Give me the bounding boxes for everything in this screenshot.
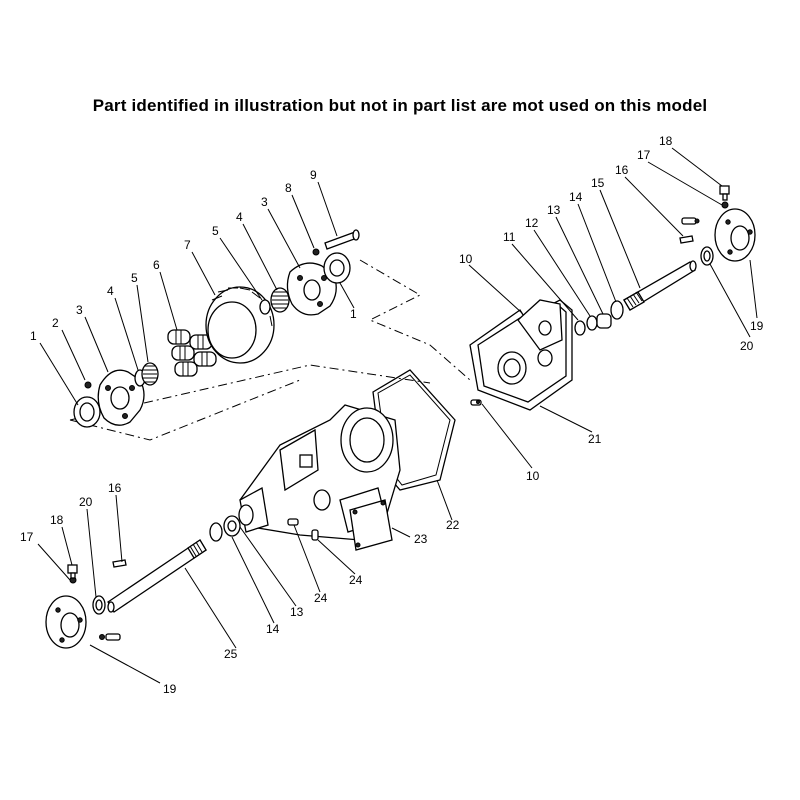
lug-bolt-right (681, 217, 700, 225)
bolt-part-18-left (67, 564, 78, 579)
callout-label: 19 (163, 682, 177, 696)
carrier-plate-part-3-right (286, 262, 337, 316)
sun-gear-part-5-left (141, 362, 159, 386)
callout-label: 8 (285, 181, 292, 195)
cover-plate-part-23 (349, 499, 393, 551)
ring-gear-part-7 (205, 286, 275, 364)
washer-part-20-right (700, 246, 714, 266)
callout-label: 10 (526, 469, 540, 483)
gear-part-4-right (270, 287, 290, 313)
callout-label: 12 (525, 216, 539, 230)
bushing-part-13 (596, 313, 612, 329)
bushing-part-14-left (209, 522, 223, 542)
callout-label: 5 (212, 224, 219, 238)
diagram-title: Part identified in illustration but not … (92, 96, 708, 115)
callout-label: 4 (236, 210, 243, 224)
callout-label: 14 (266, 622, 280, 636)
axle-part-25 (107, 539, 207, 613)
callout-label: 6 (153, 258, 160, 272)
key-part-16-left (112, 559, 127, 568)
planet-gears-part-6 (167, 329, 217, 377)
callout-label: 17 (20, 530, 34, 544)
pin-part-2 (84, 381, 92, 389)
washer-part-5-right (259, 299, 271, 315)
callout-label: 17 (637, 148, 651, 162)
callout-label: 18 (659, 134, 673, 148)
callout-label: 20 (740, 339, 754, 353)
callout-label: 16 (108, 481, 122, 495)
dowel-pin-part-10 (470, 399, 482, 406)
callout-label: 10 (459, 252, 473, 266)
washer-part-17-right (721, 201, 729, 209)
callout-numbers: 1 2 3 4 5 6 7 5 4 3 8 9 1 10 11 12 13 14… (20, 134, 764, 696)
callout-label: 1 (30, 329, 37, 343)
callout-label: 3 (76, 303, 83, 317)
bolt-part-9 (324, 229, 360, 250)
callout-label: 19 (750, 319, 764, 333)
callout-label: 25 (224, 647, 238, 661)
bolt-part-18-right (719, 185, 730, 201)
washer-part-20-left (92, 595, 106, 615)
callout-label: 3 (261, 195, 268, 209)
leader-lines (37, 147, 758, 684)
callout-label: 5 (131, 271, 138, 285)
housing-cover-part-21 (469, 299, 573, 411)
callout-label: 24 (349, 573, 363, 587)
assembly-line-left (69, 364, 431, 421)
carrier-plate-part-3-left (97, 369, 145, 426)
callout-label: 20 (79, 495, 93, 509)
lug-bolt-left (99, 633, 121, 641)
callout-label: 1 (350, 307, 357, 321)
callout-label: 4 (107, 284, 114, 298)
nut-part-8 (312, 248, 320, 256)
assembly-line-top (359, 259, 471, 381)
callout-label: 16 (615, 163, 629, 177)
seal-ring-part-1-left (73, 396, 101, 428)
callout-label: 11 (503, 230, 516, 244)
pin-part-24-a (287, 518, 299, 526)
callout-label: 21 (588, 432, 602, 446)
assembly-line-mid (69, 379, 301, 441)
hub-part-19-left (45, 595, 87, 649)
seal-ring-part-1-right (323, 252, 351, 284)
callout-label: 13 (547, 203, 561, 217)
callout-label: 7 (184, 238, 191, 252)
callout-label: 2 (52, 316, 59, 330)
washer-part-12 (586, 315, 598, 331)
key-part-16-right (679, 235, 694, 244)
callout-label: 9 (310, 168, 317, 182)
callout-label: 13 (290, 605, 304, 619)
callout-label: 18 (50, 513, 64, 527)
bearing-part-14 (610, 300, 624, 320)
callout-label: 24 (314, 591, 328, 605)
bearing-part-13-left (223, 515, 241, 537)
seal-part-11 (574, 320, 586, 336)
pin-part-24-b (311, 529, 319, 541)
hub-part-19-right (714, 208, 756, 262)
callout-label: 22 (446, 518, 460, 532)
callout-label: 15 (591, 176, 605, 190)
callout-label: 23 (414, 532, 428, 546)
axle-part-15 (623, 260, 697, 311)
callout-label: 14 (569, 190, 583, 204)
